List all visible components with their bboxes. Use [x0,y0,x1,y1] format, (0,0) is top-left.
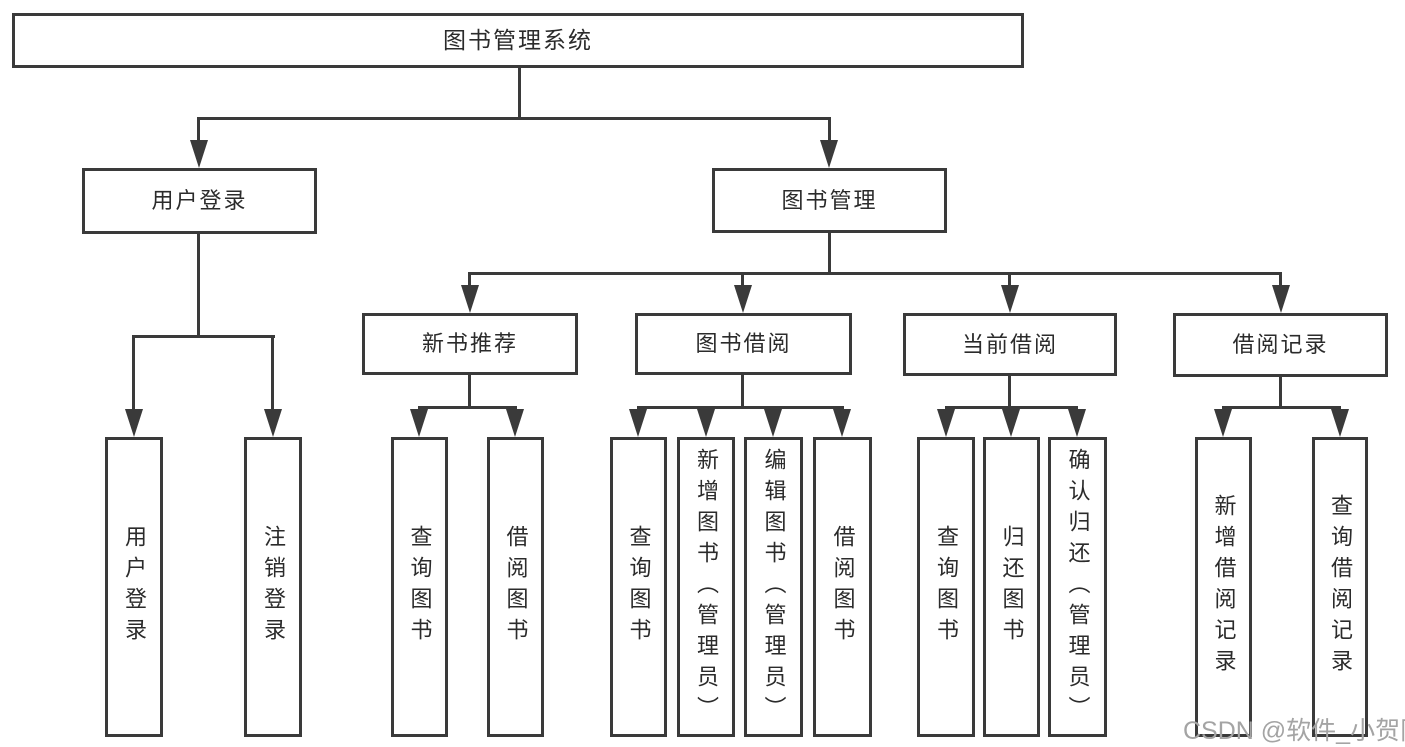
node-user-login: 用户登录 [82,168,317,234]
connector-trunk [1279,377,1282,408]
connector-stem [1008,272,1011,288]
leaf-borrow-query-books-label: 查询图书 [626,525,652,649]
leaf-borrow-query-books: 查询图书 [610,437,667,737]
leaf-logout-login-label: 注销登录 [261,525,286,649]
connector-stem [132,335,135,411]
node-new-book-recommend: 新书推荐 [362,313,578,375]
leaf-current-confirm-return-admin-label: 确认归还（管理员） [1065,447,1091,727]
connector-stem [197,117,200,145]
arrowhead-down-icon [1001,285,1019,313]
arrowhead-down-icon [506,409,524,437]
arrowhead-down-icon [697,409,715,437]
leaf-user-login: 用户登录 [105,437,163,737]
node-root: 图书管理系统 [12,13,1024,68]
leaf-borrow-edit-books-admin-label: 编辑图书（管理员） [761,447,787,727]
arrowhead-down-icon [1214,409,1232,437]
arrowhead-down-icon [1272,285,1290,313]
leaf-current-query-books-label: 查询图书 [934,525,959,649]
connector-rail [418,406,517,409]
leaf-current-confirm-return-admin: 确认归还（管理员） [1048,437,1107,737]
connector-rail [945,406,1078,409]
connector-stem [741,272,744,288]
arrowhead-down-icon [1331,409,1349,437]
connector-root-rail [198,117,831,120]
connector-trunk [1008,376,1011,408]
leaf-records-add-borrow-record-label: 新增借阅记录 [1211,494,1237,680]
arrowhead-down-icon [190,140,208,168]
leaf-borrow-borrow-books-label: 借阅图书 [830,525,856,649]
arrowhead-down-icon [734,285,752,313]
node-current-borrow: 当前借阅 [903,313,1117,376]
arrowhead-down-icon [1002,409,1020,437]
leaf-recommend-borrow-books: 借阅图书 [487,437,544,737]
node-current-borrow-label: 当前借阅 [961,331,1058,357]
connector-mgmt-rail [469,272,1282,275]
connector-stem [828,117,831,145]
arrowhead-down-icon [820,140,838,168]
arrowhead-down-icon [937,409,955,437]
leaf-borrow-borrow-books: 借阅图书 [813,437,872,737]
arrowhead-down-icon [264,409,282,437]
connector-rail [1222,406,1341,409]
leaf-current-return-books-label: 归还图书 [999,525,1025,649]
arrowhead-down-icon [764,409,782,437]
arrowhead-down-icon [461,285,479,313]
leaf-records-add-borrow-record: 新增借阅记录 [1195,437,1252,737]
node-book-borrow-label: 图书借阅 [695,331,792,356]
arrowhead-down-icon [629,409,647,437]
connector-trunk [741,375,744,408]
leaf-recommend-borrow-books-label: 借阅图书 [503,525,529,649]
connector-user-trunk [197,234,200,336]
connector-stem [271,335,274,411]
node-new-book-recommend-label: 新书推荐 [421,331,518,356]
arrowhead-down-icon [125,409,143,437]
node-book-management-label: 图书管理 [781,187,878,213]
leaf-recommend-query-books-label: 查询图书 [407,525,433,649]
leaf-user-login-label: 用户登录 [122,525,147,649]
leaf-recommend-query-books: 查询图书 [391,437,448,737]
connector-user-rail [133,335,275,338]
leaf-records-query-borrow-record-label: 查询借阅记录 [1328,494,1353,680]
connector-rail [637,406,844,409]
arrowhead-down-icon [410,409,428,437]
connector-mgmt-trunk [828,233,831,274]
node-root-label: 图书管理系统 [443,27,593,53]
connector-trunk [468,375,471,408]
node-book-management: 图书管理 [712,168,947,233]
leaf-borrow-add-books-admin: 新增图书（管理员） [677,437,735,737]
node-borrow-records-label: 借阅记录 [1232,332,1329,357]
csdn-watermark: CSDN @软件_小贺同学 [1183,717,1405,745]
leaf-borrow-add-books-admin-label: 新增图书（管理员） [694,447,719,727]
leaf-records-query-borrow-record: 查询借阅记录 [1312,437,1368,737]
leaf-borrow-edit-books-admin: 编辑图书（管理员） [744,437,803,737]
arrowhead-down-icon [833,409,851,437]
leaf-logout-login: 注销登录 [244,437,302,737]
arrowhead-down-icon [1068,409,1086,437]
connector-stem [1279,272,1282,288]
node-borrow-records: 借阅记录 [1173,313,1388,377]
leaf-current-return-books: 归还图书 [983,437,1040,737]
leaf-current-query-books: 查询图书 [917,437,975,737]
connector-root-trunk [518,68,521,118]
node-book-borrow: 图书借阅 [635,313,852,375]
connector-stem [468,272,471,288]
node-user-login-label: 用户登录 [151,188,248,213]
